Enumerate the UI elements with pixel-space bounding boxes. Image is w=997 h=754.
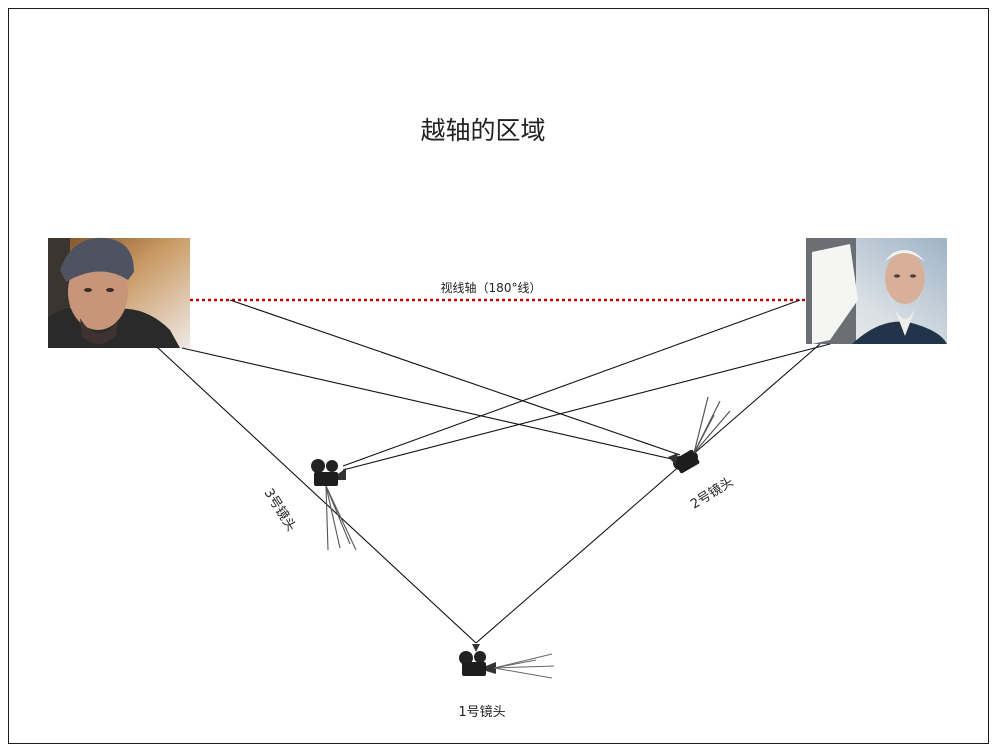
camera-3-label: 3号镜头 — [261, 486, 299, 534]
sight-line-cam3-upper — [342, 299, 801, 467]
camera-3: 3号镜头 — [261, 459, 357, 551]
camera-3-icon — [311, 459, 357, 551]
sight-line-cam2-lower — [181, 347, 677, 461]
diagram-title: 越轴的区域 — [420, 116, 545, 145]
camera-2-icon — [668, 396, 731, 474]
sight-line-cam1-right — [475, 343, 821, 644]
camera-1-label: 1号镜头 — [458, 705, 505, 720]
sight-lines — [156, 299, 831, 644]
right-character-portrait — [806, 238, 947, 344]
camera-1: 1号镜头 — [458, 644, 555, 720]
sight-line-cam3-lower — [342, 343, 831, 471]
sight-line-cam1-left — [156, 346, 477, 644]
camera-1-icon — [459, 644, 555, 679]
axis-label: 视线轴（180°线） — [441, 280, 542, 295]
sight-line-cam2-upper — [229, 299, 681, 456]
camera-2-label: 2号镜头 — [688, 475, 736, 513]
diagram-frame — [8, 8, 989, 744]
left-character-portrait — [48, 237, 190, 348]
